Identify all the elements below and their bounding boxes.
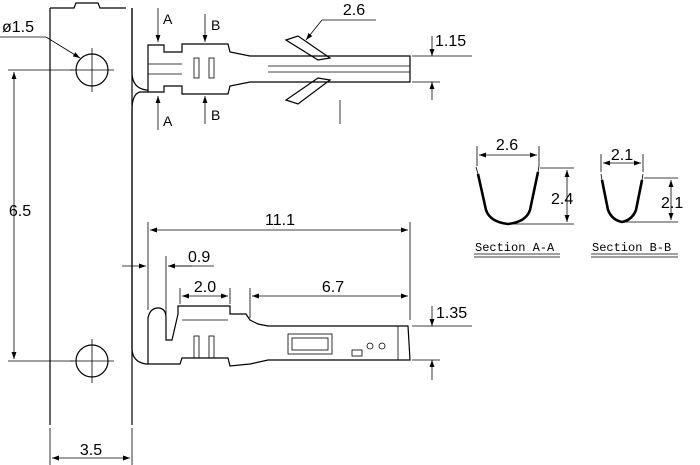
terminal-top-view (147, 35, 411, 105)
cut-label-a-bottom: A (163, 113, 173, 129)
hole-diameter-label: ø1.5 (2, 19, 34, 36)
pilot-hole-top (70, 48, 114, 92)
contact-length-label: 6.7 (322, 279, 344, 296)
crimp-length-dimension: 2.0 (179, 279, 231, 304)
section-b-height-label: 2.1 (661, 195, 683, 212)
top-width-dimension: 2.6 (305, 2, 376, 124)
pitch-dimension: 6.5 (8, 69, 74, 362)
contact-height-label: 1.35 (436, 305, 467, 322)
section-a-title: Section A-A (475, 241, 555, 255)
cut-label-a-top: A (163, 11, 173, 27)
section-b-b: 2.1 2.1 Section B-B (591, 147, 683, 258)
carrier-width-dimension: 3.5 (49, 428, 133, 465)
top-width-label: 2.6 (343, 2, 365, 19)
cut-label-b-bottom: B (211, 107, 220, 123)
crimp-length-label: 2.0 (194, 279, 216, 296)
total-length-label: 11.1 (265, 212, 295, 229)
pilot-hole-bottom (70, 339, 114, 383)
contact-length-dimension: 6.7 (249, 279, 408, 318)
top-height-label: 1.15 (435, 33, 466, 50)
section-a-height-label: 2.4 (551, 191, 573, 208)
section-a-width-label: 2.6 (496, 137, 518, 154)
offset-dimension: 0.9 (122, 249, 214, 318)
top-height-dimension: 1.15 (412, 33, 472, 100)
section-b-title: Section B-B (592, 241, 671, 255)
section-a-a: 2.6 2.4 Section A-A (474, 137, 574, 258)
contact-height-dimension: 1.35 (412, 305, 472, 380)
hole-diameter-dimension: ø1.5 (0, 19, 81, 59)
carrier-width-label: 3.5 (80, 442, 102, 459)
offset-label: 0.9 (188, 249, 210, 266)
carrier-strip (49, 2, 148, 425)
terminal-side-view (147, 305, 411, 367)
pitch-label: 6.5 (9, 203, 31, 220)
section-b-width-label: 2.1 (611, 147, 633, 164)
cut-label-b-top: B (211, 17, 220, 33)
section-markers: A B A B (155, 8, 220, 130)
total-length-dimension: 11.1 (147, 212, 411, 320)
